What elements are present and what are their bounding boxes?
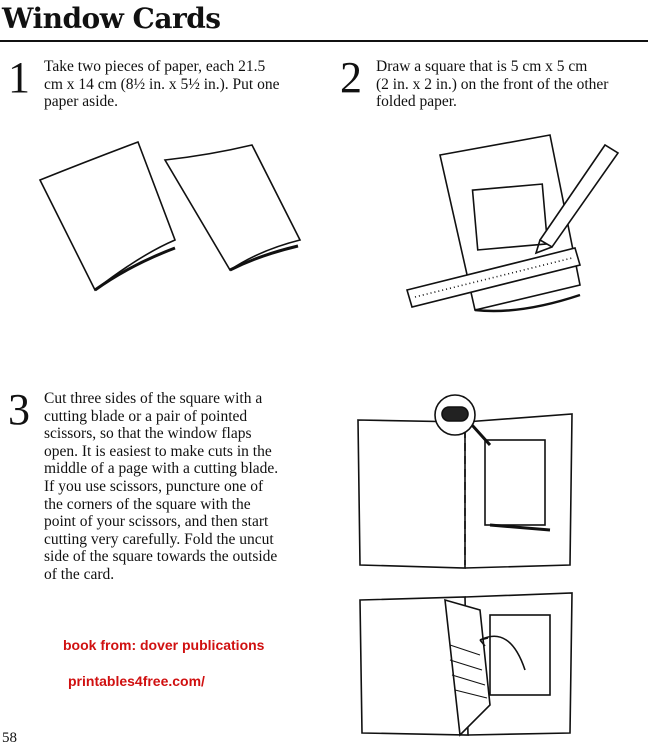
credit-website[interactable]: printables4free.com/ (68, 673, 205, 689)
text-line: the corners of the square with the (44, 495, 251, 513)
title-rule (0, 40, 648, 42)
text-line: of the card. (44, 565, 115, 583)
text-line: cutting very carefully. Fold the uncut (44, 530, 274, 548)
text-line: cutting blade or a pair of pointed (44, 407, 248, 425)
text-line: If you use scissors, puncture one of (44, 477, 264, 495)
page-number: 58 (2, 730, 17, 746)
text-line: scissors, so that the window flaps (44, 425, 252, 443)
credit-publisher: book from: dover publications (63, 637, 265, 653)
text-line: cm x 14 cm (8½ in. x 5½ in.). Put one (44, 75, 280, 93)
two-papers-illustration (38, 140, 302, 292)
text-line: (2 in. x 2 in.) on the front of the othe… (376, 75, 609, 93)
page-title: Window Cards (2, 2, 221, 35)
text-line: Take two pieces of paper, each 21.5 (44, 58, 266, 75)
text-line: side of the square towards the outside (44, 548, 278, 566)
step-3-number: 3 (8, 385, 30, 434)
text-line: middle of a page with a cutting blade. (44, 460, 279, 478)
step-1-number: 1 (8, 53, 30, 102)
text-line: paper aside. (44, 93, 119, 111)
text-line: folded paper. (376, 93, 457, 111)
step-1-text: Take two pieces of paper, each 21.5 cm x… (44, 58, 280, 111)
text-line: point of your scissors, and then start (44, 513, 269, 531)
step-3-text: Cut three sides of the square with a cut… (44, 390, 278, 584)
step-2-number: 2 (340, 53, 362, 102)
folded-flap-illustration (359, 592, 573, 737)
text-line: Cut three sides of the square with a (44, 390, 263, 407)
text-line: Draw a square that is 5 cm x 5 cm (376, 58, 588, 75)
cut-window-illustration (357, 394, 573, 569)
step-2-text: Draw a square that is 5 cm x 5 cm (2 in.… (376, 58, 608, 111)
text-line: open. It is easiest to make cuts in the (44, 442, 272, 460)
draw-square-illustration (405, 134, 620, 313)
